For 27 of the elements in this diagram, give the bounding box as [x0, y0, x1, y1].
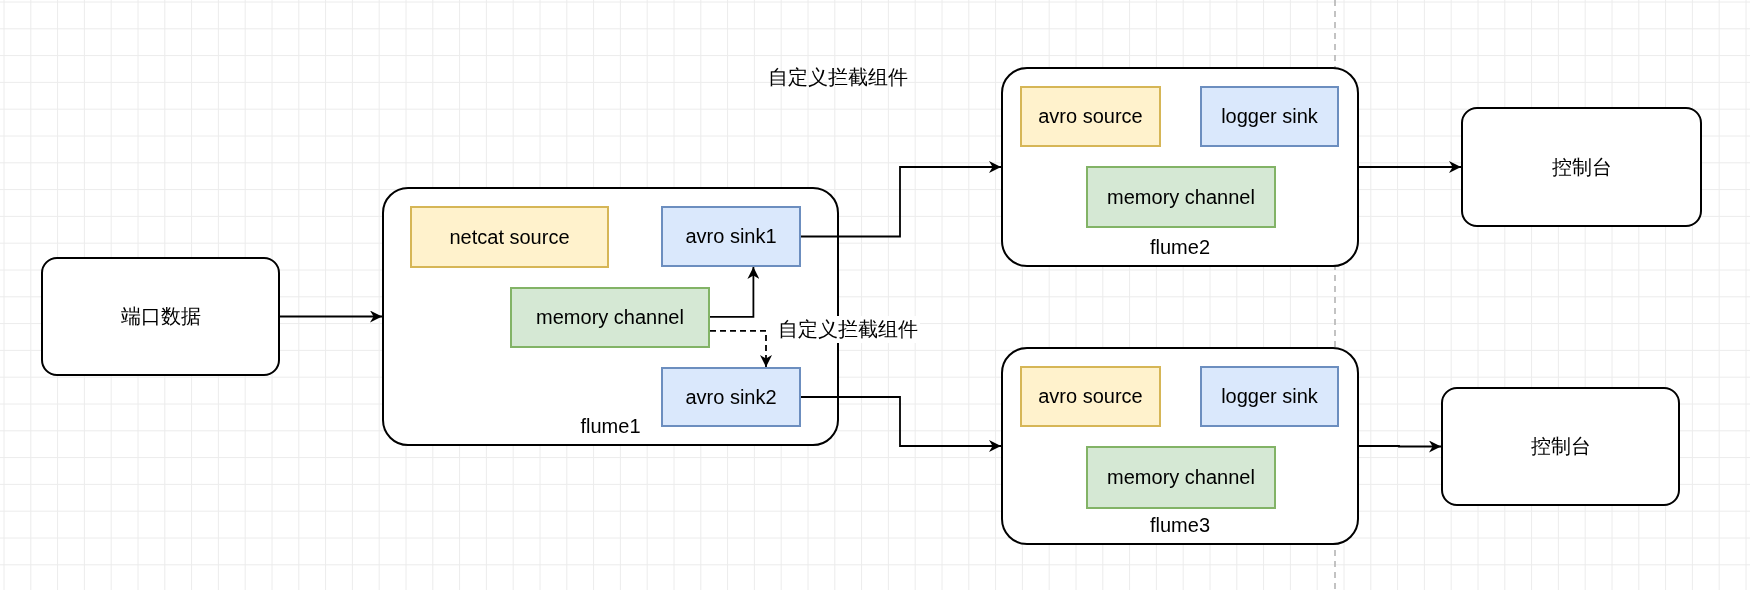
terminal-box: 控制台 [1441, 387, 1680, 506]
component-box: avro source [1020, 86, 1161, 147]
agent-box [382, 187, 839, 446]
arrow [800, 396, 1002, 452]
agent-label: flume2 [1149, 236, 1211, 259]
component-box: avro sink2 [661, 367, 801, 427]
component-box: memory channel [1086, 446, 1276, 509]
component-box: memory channel [1086, 166, 1276, 228]
component-box: avro sink1 [661, 206, 801, 267]
component-box: logger sink [1200, 86, 1339, 147]
component-box: logger sink [1200, 366, 1339, 427]
arrow [709, 266, 760, 318]
component-box: avro source [1020, 366, 1161, 427]
agent-label: flume3 [1149, 514, 1211, 537]
arrow [709, 330, 772, 368]
arrow [279, 310, 383, 323]
agent-box [1001, 67, 1359, 267]
arrow [1358, 161, 1462, 173]
terminal-box: 端口数据 [41, 257, 280, 376]
component-box: netcat source [410, 206, 609, 268]
annotation-text: 自定义拦截组件 [767, 65, 909, 90]
component-box: memory channel [510, 287, 710, 348]
arrow [800, 161, 1002, 238]
agent-box [1001, 347, 1359, 545]
arrow [1358, 440, 1442, 453]
terminal-box: 控制台 [1461, 107, 1702, 227]
agent-label: flume1 [579, 415, 642, 438]
